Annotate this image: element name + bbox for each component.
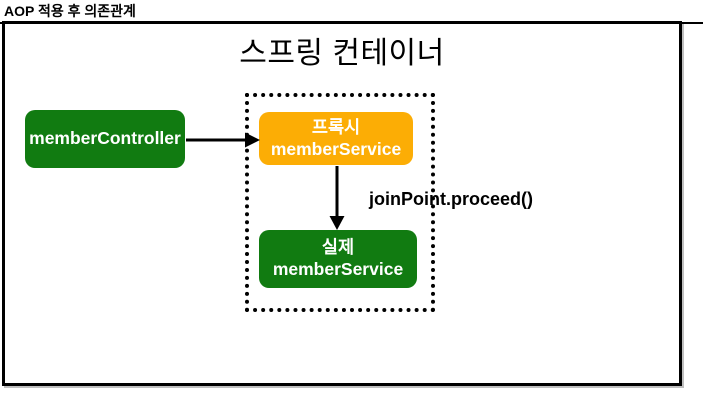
node-proxy-line2: memberService — [270, 138, 402, 159]
node-member-controller-label: memberController — [29, 128, 181, 149]
node-actual-line1: 실제 — [321, 237, 355, 258]
node-actual-line2: memberService — [272, 259, 404, 279]
node-proxy-member-service: 프록시 memberService — [259, 112, 413, 165]
spring-container-title: 스프링 컨테이너 — [239, 37, 445, 70]
node-actual-member-service: 실제 memberService — [259, 230, 417, 288]
node-member-controller: memberController — [25, 110, 185, 168]
node-proxy-line1: 프록시 — [311, 116, 361, 137]
spring-container-box — [2, 21, 682, 386]
proxy-boundary-box — [245, 93, 435, 312]
edge-label-joinpoint-proceed: joinPoint.proceed() — [369, 189, 533, 209]
